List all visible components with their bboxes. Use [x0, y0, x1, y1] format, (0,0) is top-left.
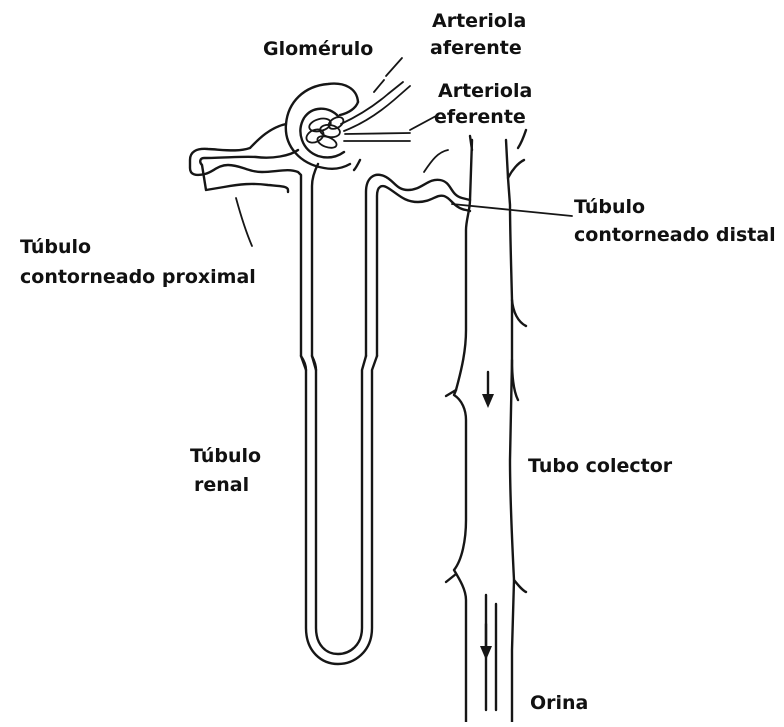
- label-arteriola-eferente-line2: eferente: [434, 106, 526, 128]
- label-tubulo-distal-line1: Túbulo: [574, 196, 645, 218]
- efferent-arteriole: [344, 133, 410, 141]
- label-tubulo-renal-line1: Túbulo: [190, 445, 261, 467]
- label-tubulo-proximal-line2: contorneado proximal: [20, 266, 256, 288]
- label-tubulo-distal-line2: contorneado distal: [574, 224, 776, 246]
- distal-convoluted-tubule: [354, 150, 470, 356]
- label-tubulo-renal-line2: renal: [194, 474, 249, 496]
- label-tubo-colector: Tubo colector: [528, 455, 672, 477]
- urine-flow-arrow-upper: [482, 372, 494, 408]
- label-tubulo-proximal-line1: Túbulo: [20, 236, 91, 258]
- label-arteriola-aferente-line2: aferente: [430, 37, 522, 59]
- urine-flow-arrow-lower: [480, 624, 492, 660]
- glomerulus-tuft: [304, 115, 345, 150]
- loop-of-henle: [301, 356, 377, 664]
- label-arteriola-aferente-line1: Arteriola: [432, 10, 526, 32]
- label-glomerulo: Glomérulo: [263, 38, 373, 60]
- label-arteriola-eferente-line1: Arteriola: [438, 80, 532, 102]
- proximal-convoluted-tubule: [190, 124, 318, 370]
- label-orina: Orina: [530, 692, 588, 714]
